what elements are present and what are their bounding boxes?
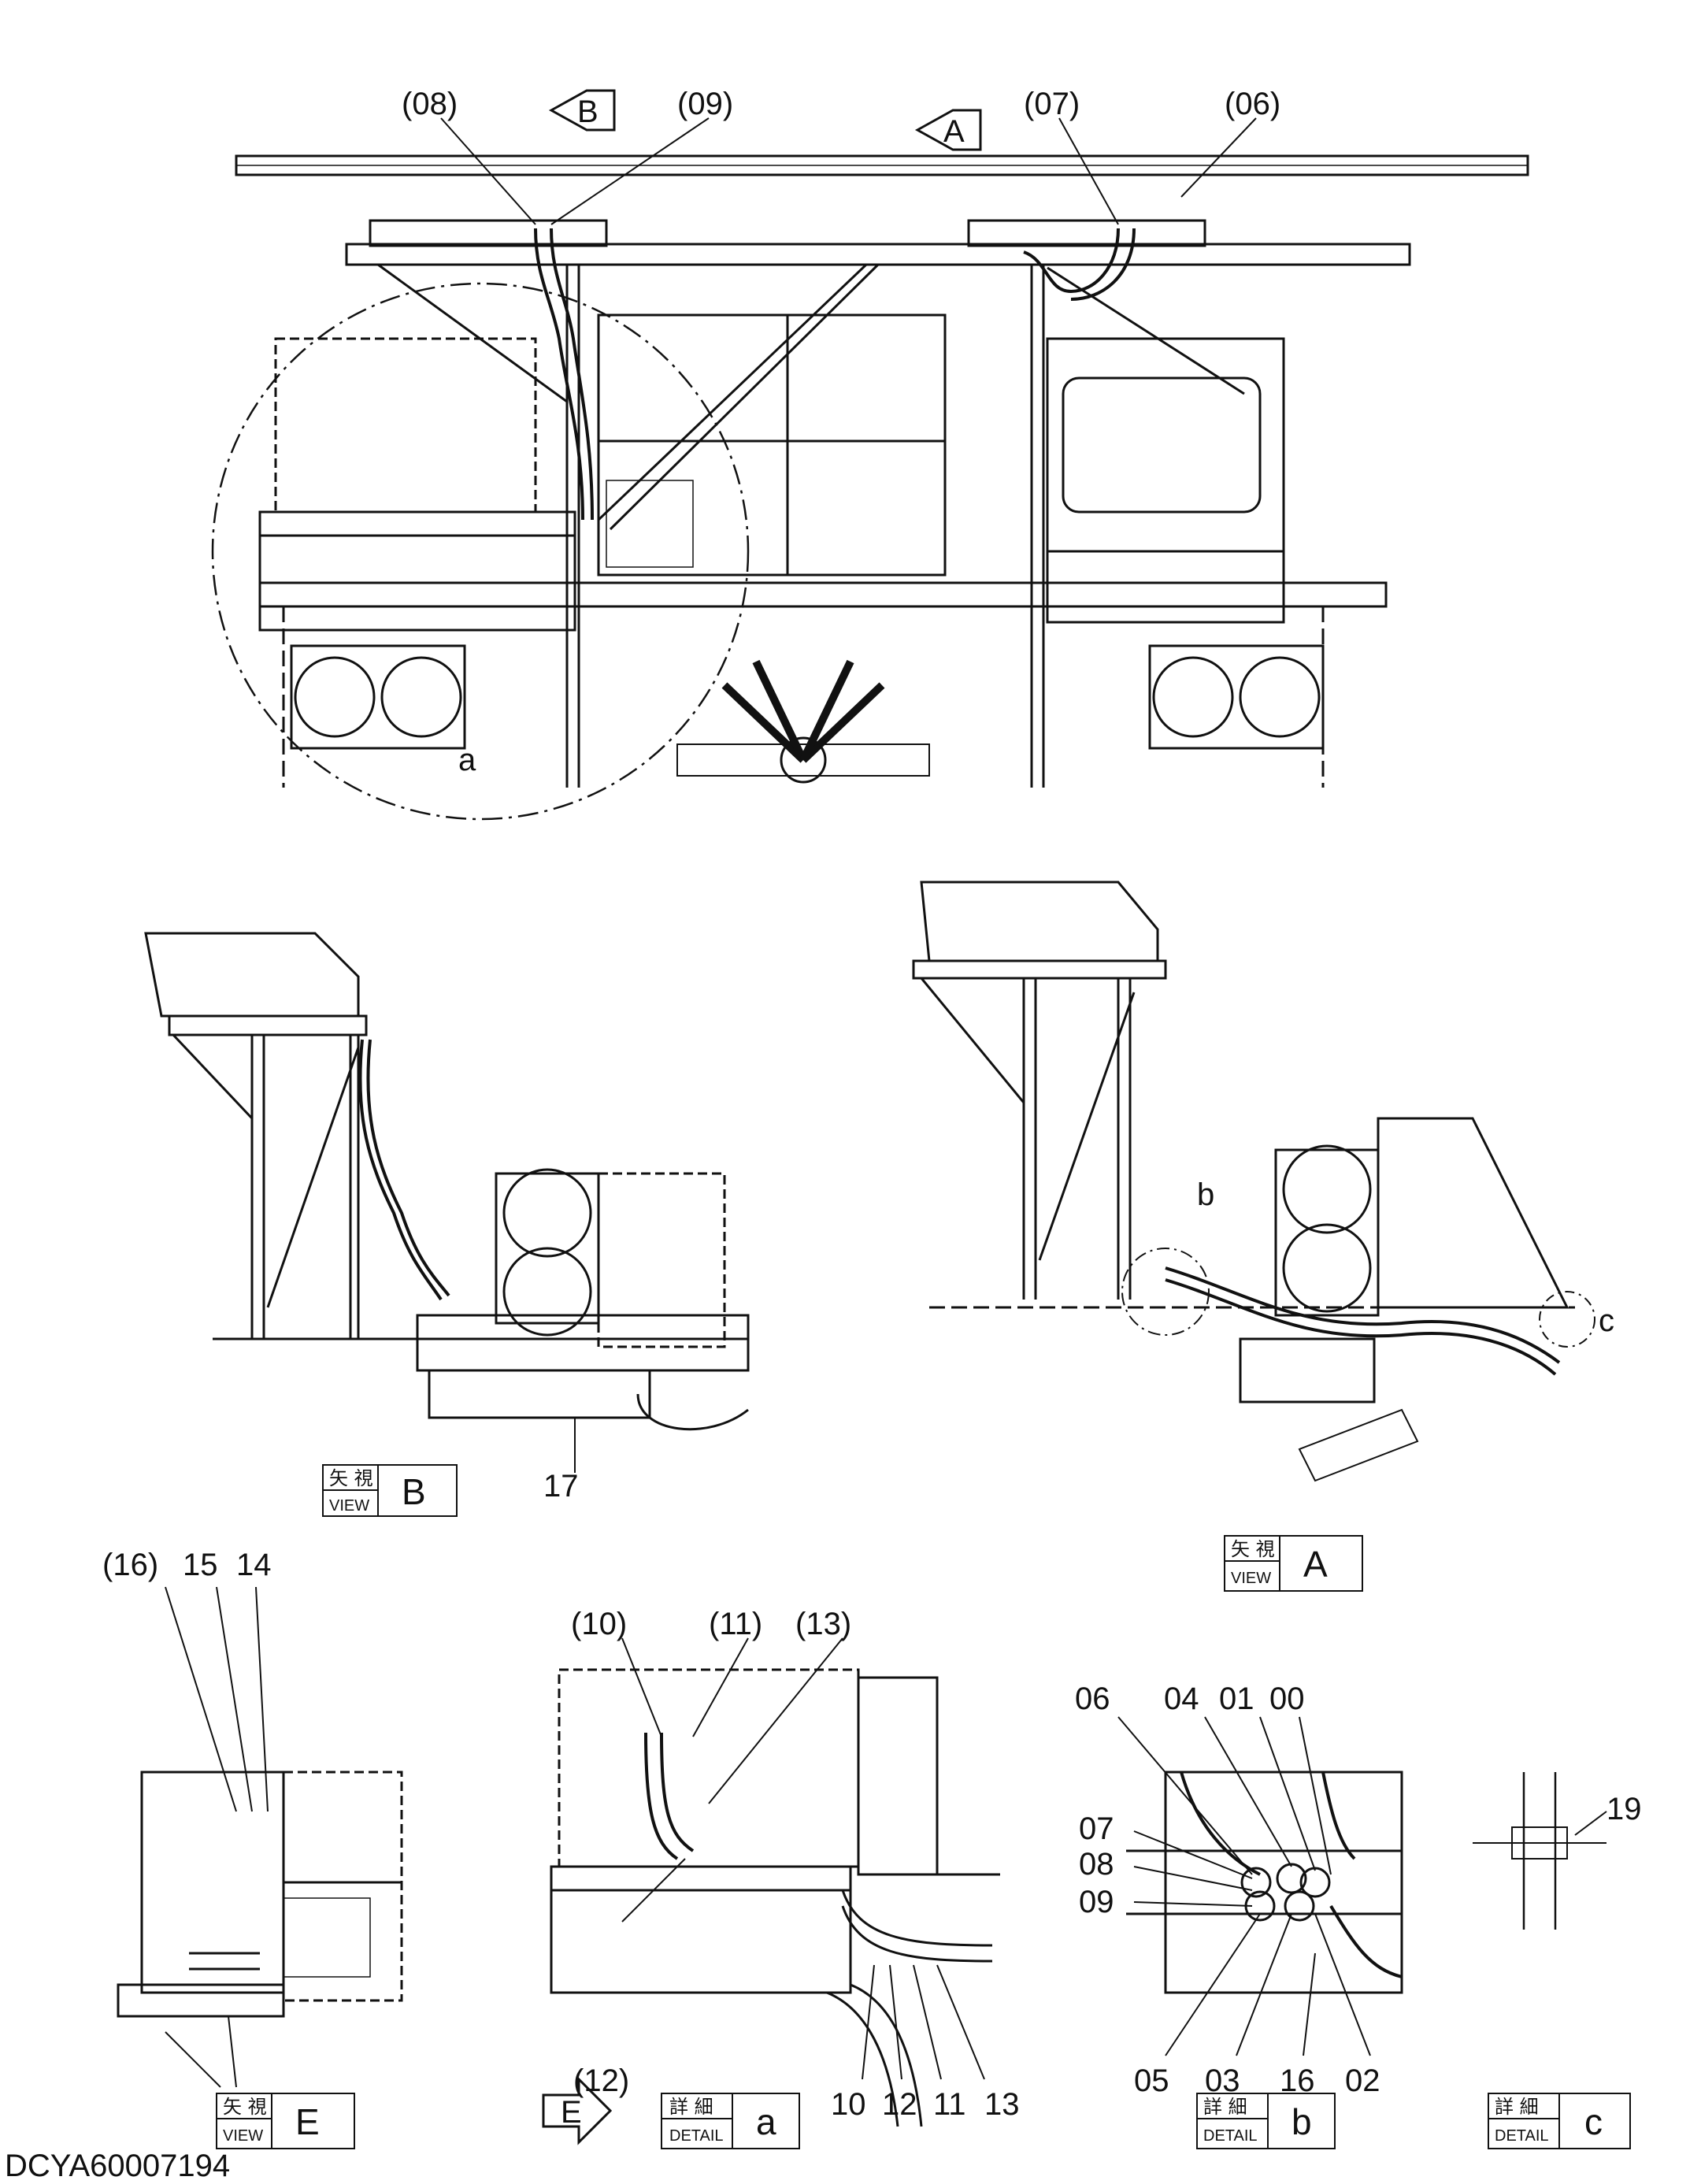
view-arrow-b: B xyxy=(577,95,598,129)
callout-08: (08) xyxy=(402,87,458,121)
callout-08-b: 08 xyxy=(1079,1847,1114,1882)
view-e-tag-letter: E xyxy=(295,2101,320,2142)
detail-b-tag-letter: b xyxy=(1292,2101,1312,2142)
view-e-tag-en: VIEW xyxy=(223,2127,263,2145)
callout-12-paren: (12) xyxy=(573,2063,629,2098)
top-view-labels: (08) (09) (07) (06) B A a xyxy=(402,87,1280,777)
callout-17: 17 xyxy=(543,1469,579,1504)
view-b-tag-en: VIEW xyxy=(329,1497,369,1515)
callout-06-b: 06 xyxy=(1075,1682,1110,1716)
callout-06: (06) xyxy=(1225,87,1280,121)
detail-a-tag-en: DETAIL xyxy=(669,2127,724,2145)
detail-c-tag-jp: 詳 細 xyxy=(1495,2096,1539,2118)
document-id: DCYA60007194 xyxy=(5,2149,231,2183)
detail-b-tag-jp: 詳 細 xyxy=(1203,2096,1247,2118)
callout-03: 03 xyxy=(1205,2063,1240,2098)
callout-10-paren: (10) xyxy=(571,1607,627,1641)
detail-b-tag-en: DETAIL xyxy=(1203,2127,1258,2145)
callout-00: 00 xyxy=(1269,1682,1305,1716)
detail-b-labels: 06 04 01 00 07 08 09 05 03 16 02 詳 細 DET… xyxy=(1075,1682,1380,2145)
callout-15: 15 xyxy=(183,1548,218,1582)
callout-10: 10 xyxy=(831,2087,866,2122)
detail-a-labels: (10) (11) (13) (12) 10 12 11 13 E 詳 細 DE… xyxy=(561,1607,1020,2145)
detail-a-tag-letter: a xyxy=(756,2101,776,2142)
callout-09-b: 09 xyxy=(1079,1885,1114,1919)
callout-07: (07) xyxy=(1024,87,1080,121)
view-e-labels: (16) 15 14 矢 視 VIEW E xyxy=(102,1548,320,2145)
view-arrow-a: A xyxy=(943,114,965,149)
detail-ref-a: a xyxy=(458,743,476,777)
view-a-tag-jp: 矢 視 xyxy=(1231,1538,1275,1560)
callout-04: 04 xyxy=(1164,1682,1199,1716)
callout-13-paren: (13) xyxy=(795,1607,851,1641)
callout-12: 12 xyxy=(882,2087,917,2122)
callout-16: 16 xyxy=(1280,2063,1315,2098)
detail-ref-b: b xyxy=(1197,1177,1214,1212)
detail-a-tag-jp: 詳 細 xyxy=(669,2096,713,2118)
callout-19: 19 xyxy=(1606,1792,1642,1826)
callout-09: (09) xyxy=(677,87,733,121)
callout-07-b: 07 xyxy=(1079,1811,1114,1846)
callout-05: 05 xyxy=(1134,2063,1169,2098)
view-a-labels: b c 矢 視 VIEW A xyxy=(1197,1177,1614,1587)
view-b-labels: 17 矢 視 VIEW B xyxy=(329,1467,579,1515)
view-a-tag-en: VIEW xyxy=(1231,1570,1271,1587)
detail-a xyxy=(542,1637,1000,2149)
callout-01: 01 xyxy=(1219,1682,1254,1716)
detail-c-labels: 19 詳 細 DETAIL c xyxy=(1495,1792,1642,2145)
callout-13: 13 xyxy=(984,2087,1020,2122)
callout-16-paren: (16) xyxy=(102,1548,158,1582)
detail-c-tag-letter: c xyxy=(1584,2101,1603,2142)
view-b xyxy=(144,932,750,1517)
view-e-tag-jp: 矢 視 xyxy=(223,2096,267,2118)
callout-02: 02 xyxy=(1345,2063,1380,2098)
view-a-tag-letter: A xyxy=(1303,1544,1328,1585)
callout-11: 11 xyxy=(933,2087,966,2122)
detail-c-tag-en: DETAIL xyxy=(1495,2127,1549,2145)
callout-14: 14 xyxy=(236,1548,272,1582)
view-b-tag-letter: B xyxy=(402,1471,426,1512)
view-b-tag-jp: 矢 視 xyxy=(329,1467,373,1489)
top-view xyxy=(211,89,1529,821)
detail-ref-c: c xyxy=(1599,1303,1614,1338)
detail-c xyxy=(1473,1772,1631,2149)
detail-b xyxy=(1117,1716,1403,2149)
view-arrow-e: E xyxy=(561,2095,582,2130)
view-a xyxy=(912,881,1595,1592)
view-e xyxy=(117,1586,403,2149)
callout-11-paren: (11) xyxy=(709,1607,762,1641)
